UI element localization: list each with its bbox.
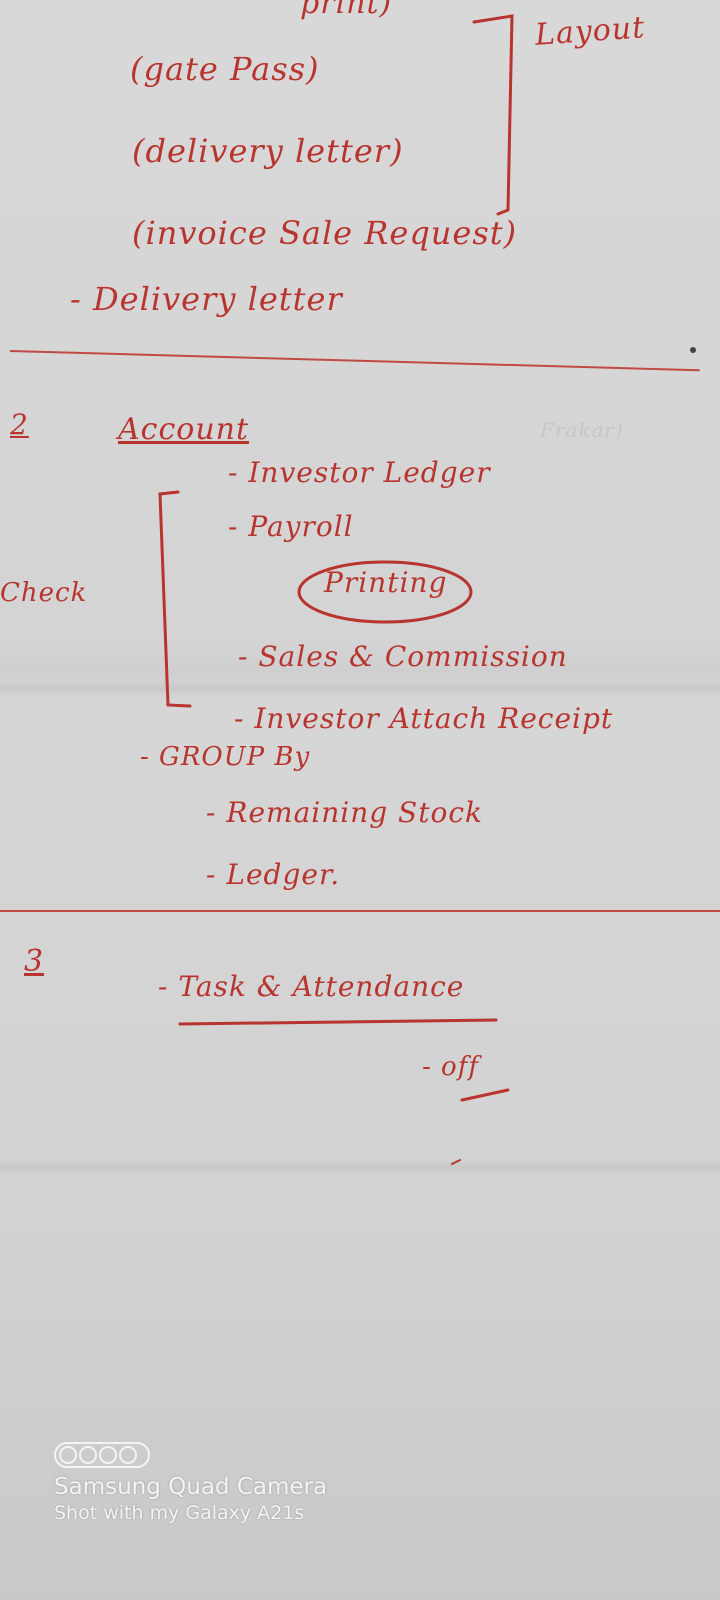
payroll-item: - Payroll [228,510,354,543]
section-divider [0,910,720,912]
investor-attach-receipt-item: - Investor Attach Receipt [234,702,614,735]
section-2-number: 2 [10,408,29,441]
quad-camera-icon [54,1442,150,1468]
invoice-sale-request-text: (invoice Sale Request) [132,214,518,252]
sales-commission-item: - Sales & Commission [238,640,568,673]
paper-fold [0,682,720,696]
top-line-text: print) [300,0,393,21]
watermark-title: Samsung Quad Camera [54,1474,328,1500]
ledger-item: - Ledger. [206,858,341,891]
group-by-item: - GROUP By [140,742,311,772]
task-attendance-item: - Task & Attendance [158,970,465,1003]
camera-watermark: Samsung Quad Camera Shot with my Galaxy … [54,1442,327,1524]
faint-bleed-text: Frakar) [540,418,624,442]
paper-fold [0,1160,720,1174]
remaining-stock-item: - Remaining Stock [206,796,483,829]
watermark-subtitle: Shot with my Galaxy A21s [54,1502,305,1524]
section-3-number: 3 [24,944,45,979]
delivery-letter-text: (delivery letter) [132,132,404,170]
printing-item: Printing [324,566,448,599]
off-item: - off [422,1052,479,1082]
delivery-letter-line: - Delivery letter [70,280,343,318]
account-heading: Account [118,412,250,447]
investor-ledger-item: - Investor Ledger [228,456,491,489]
check-margin-note: Check [0,578,88,608]
gate-pass-text: (gate Pass) [130,50,320,88]
